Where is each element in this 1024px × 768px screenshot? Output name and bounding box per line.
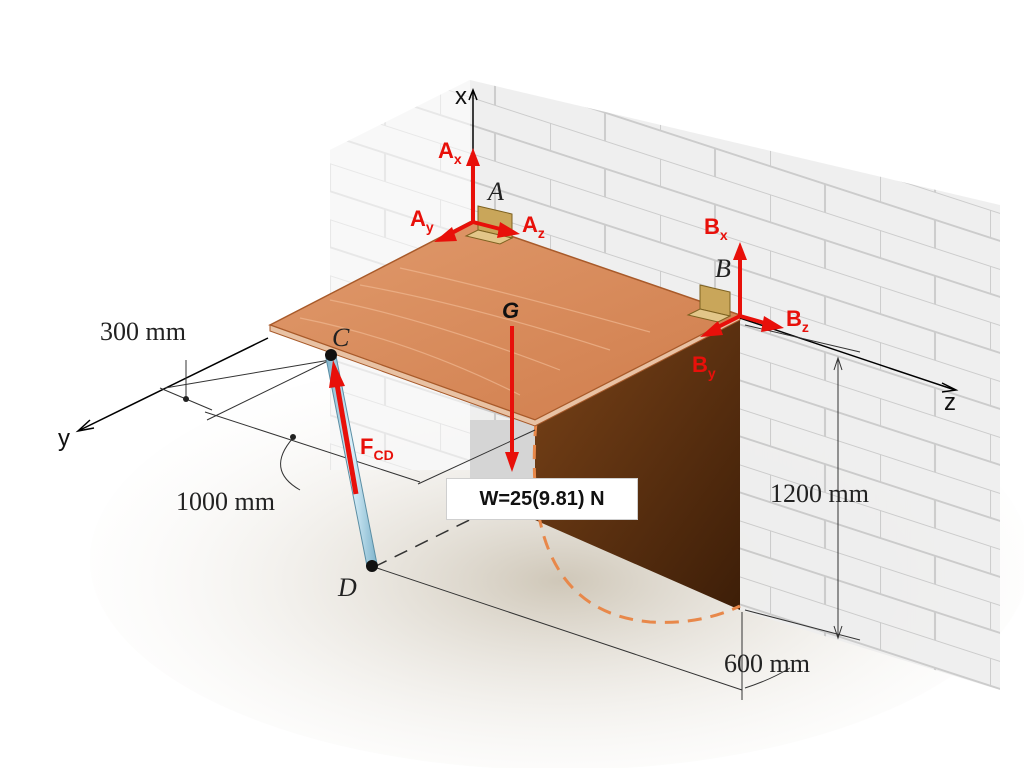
x-axis-arrowhead: [468, 87, 478, 101]
point-b-label: B: [715, 254, 731, 283]
point-g-label: G: [502, 298, 519, 323]
y-axis-line: [79, 337, 269, 431]
force-ax-label: Ax: [438, 138, 462, 167]
dim-tick-1000: [290, 434, 296, 440]
z-axis-label: z: [944, 389, 956, 416]
wall-shadow-column: [470, 420, 540, 480]
dimension-300mm: 300 mm: [100, 317, 186, 346]
hinge-b: [686, 284, 732, 323]
table-underside-panel: [535, 318, 740, 610]
y-axis-arrowhead: [75, 419, 95, 433]
dimension-600mm: 600 mm: [724, 649, 810, 678]
z-axis-line: [739, 317, 956, 391]
z-axis-arrowhead: [941, 382, 959, 393]
x-axis-label: x: [455, 83, 467, 110]
weight-label: W=25(9.81) N: [479, 488, 605, 510]
dim-tick-300: [183, 396, 189, 402]
point-c-pin: [325, 349, 337, 361]
force-fcd-label: FCD: [360, 434, 394, 463]
force-by-label: By: [692, 352, 716, 381]
point-a-label: A: [486, 177, 504, 206]
force-fcd-arrow: [334, 383, 359, 495]
force-bz-label: Bz: [786, 306, 809, 335]
force-ay-label: Ay: [410, 206, 434, 235]
point-d-pin: [366, 560, 378, 572]
point-d-label: D: [337, 573, 357, 602]
force-arrows: [329, 148, 784, 495]
force-bx-label: Bx: [704, 214, 728, 243]
y-axis-label: y: [58, 425, 70, 452]
weight-label-box: W=25(9.81) N: [446, 478, 638, 520]
wood-grain: [299, 267, 651, 396]
table-top-edge: [269, 314, 741, 427]
point-c-label: C: [332, 323, 350, 352]
dimension-1200mm: 1200 mm: [770, 479, 869, 508]
dimension-1000mm: 1000 mm: [176, 487, 275, 516]
force-az-label: Az: [522, 212, 545, 241]
